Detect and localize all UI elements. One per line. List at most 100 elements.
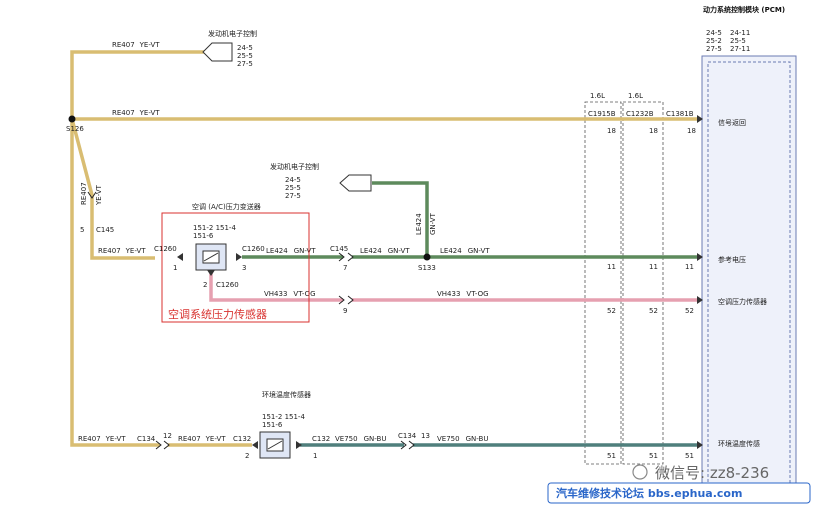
watermark: 微信号: zz8-236 汽车维修技术论坛 bbs.ephua.com xyxy=(547,464,811,504)
ref-text: 25-5 xyxy=(237,52,253,60)
pcm-pin-arrows xyxy=(697,115,703,449)
variant-label: 1.6L xyxy=(590,92,605,100)
splice-s126 xyxy=(68,115,76,123)
ref-text: 27-5 xyxy=(237,60,253,68)
pin-number: 7 xyxy=(343,264,347,272)
variant-1-6l-b: 1.6L C1232B 18 11 52 51 xyxy=(622,92,664,465)
connector-label: C132 xyxy=(312,435,330,443)
wire-vh433 xyxy=(209,270,697,302)
pin-number: 2 xyxy=(203,281,207,289)
wire-label: RE407 xyxy=(80,182,88,205)
pin-number: 52 xyxy=(685,307,694,315)
pin-number: 3 xyxy=(242,264,246,272)
wire-le424 xyxy=(242,181,697,259)
pin-number: 51 xyxy=(649,452,658,460)
ac-pressure-sensor: 空调 (A/C)压力变送器 151-2 151-4 151-6 C1260 C1… xyxy=(154,202,310,323)
pin-number: 52 xyxy=(649,307,658,315)
pin-number: 9 xyxy=(343,307,347,315)
pin-number: 11 xyxy=(685,263,694,271)
pin-number: 51 xyxy=(607,452,616,460)
ref-text: 151-6 xyxy=(262,421,283,429)
ref-text: 151-2 151-4 xyxy=(193,224,236,232)
variable-resistor-arrow-icon xyxy=(203,252,219,262)
pin-number: 1 xyxy=(173,264,177,272)
engine-ctrl-mid: 发动机电子控制 24-5 25-5 27-5 xyxy=(270,162,372,200)
pcm-pin-label: 空调压力传感器 xyxy=(718,297,767,306)
highlight-label: 空调系统压力传感器 xyxy=(168,307,267,321)
wire-label: LE424 xyxy=(415,213,423,235)
ref-text: 24-5 xyxy=(237,44,253,52)
engine-ctrl-title: 发动机电子控制 xyxy=(270,162,319,171)
pin-number: 11 xyxy=(607,263,616,271)
ref-text: 151-2 151-4 xyxy=(262,413,305,421)
pin-number: 12 xyxy=(163,432,172,440)
arrow-icon xyxy=(252,441,258,449)
engine-ctrl-top: 发动机电子控制 24-5 25-5 27-5 xyxy=(202,29,257,68)
pcm-ref: 27-5 xyxy=(706,45,722,53)
connector-marks xyxy=(87,191,415,450)
connector-label: C132 xyxy=(233,435,251,443)
variant-1-6l-a: 1.6L C1915B 18 11 52 51 xyxy=(584,92,622,465)
wire-re407 xyxy=(70,50,697,447)
pcm-pin-label: 参考电压 xyxy=(718,255,746,264)
pin-number: 18 xyxy=(607,127,616,135)
connector-label: C1232B xyxy=(626,110,654,118)
engine-ctrl-title: 发动机电子控制 xyxy=(208,29,257,38)
wechat-icon xyxy=(632,464,648,480)
wire-label: YE-VT xyxy=(95,184,103,206)
pcm-pin-label: 信号返回 xyxy=(718,118,746,127)
ref-text: 25-5 xyxy=(285,184,301,192)
pcm-ref: 25-2 xyxy=(706,37,722,45)
connector-label: C134 xyxy=(137,435,156,443)
splice-s133 xyxy=(423,253,431,261)
pcm-module: 动力系统控制模块 (PCM) 24-5 25-2 27-5 24-11 25-5… xyxy=(701,5,797,502)
pcm-title: 动力系统控制模块 (PCM) xyxy=(703,5,785,14)
connector-label: C1915B xyxy=(588,110,616,118)
pcm-pin-label: 环境温度传感 xyxy=(718,439,760,448)
pcm-ref: 24-5 xyxy=(706,29,722,37)
sensor-title: 环境温度传感器 xyxy=(262,390,311,399)
variant-label: 1.6L xyxy=(628,92,643,100)
pin-number: 51 xyxy=(685,452,694,460)
pin-number: 1 xyxy=(313,452,317,460)
forum-text: 汽车维修技术论坛 bbs.ephua.com xyxy=(556,486,742,500)
pcm-ref: 24-11 xyxy=(730,29,750,37)
ref-text: 27-5 xyxy=(285,192,301,200)
arrow-icon xyxy=(207,270,215,276)
ref-text: 24-5 xyxy=(285,176,301,184)
pcm-ref: 25-5 xyxy=(730,37,746,45)
arrow-icon xyxy=(296,441,302,449)
connector-label: C1381B xyxy=(666,110,694,118)
variable-resistor-arrow-icon xyxy=(267,440,283,450)
connector-label: C1260 xyxy=(154,245,177,253)
pin-number: 11 xyxy=(649,263,658,271)
pin-number: 52 xyxy=(607,307,616,315)
pin-number: 18 xyxy=(649,127,658,135)
pin-number: 5 xyxy=(80,226,84,234)
connector-label: C1260 xyxy=(242,245,265,253)
wechat-id: 微信号: zz8-236 xyxy=(655,464,769,482)
splice-label: S133 xyxy=(418,264,436,272)
pin-number: 13 xyxy=(421,432,430,440)
pcm-box xyxy=(701,55,797,502)
sensor-title: 空调 (A/C)压力变送器 xyxy=(192,202,261,211)
connector-label: C145 xyxy=(330,245,348,253)
pin-number: 2 xyxy=(245,452,249,460)
arrow-icon xyxy=(177,253,183,261)
pin-number: 18 xyxy=(687,127,696,135)
splice-label: S126 xyxy=(66,125,84,133)
connector-label: C134 xyxy=(398,432,417,440)
wire-label: GN-VT xyxy=(429,212,437,235)
connector-label: C1260 xyxy=(216,281,239,289)
